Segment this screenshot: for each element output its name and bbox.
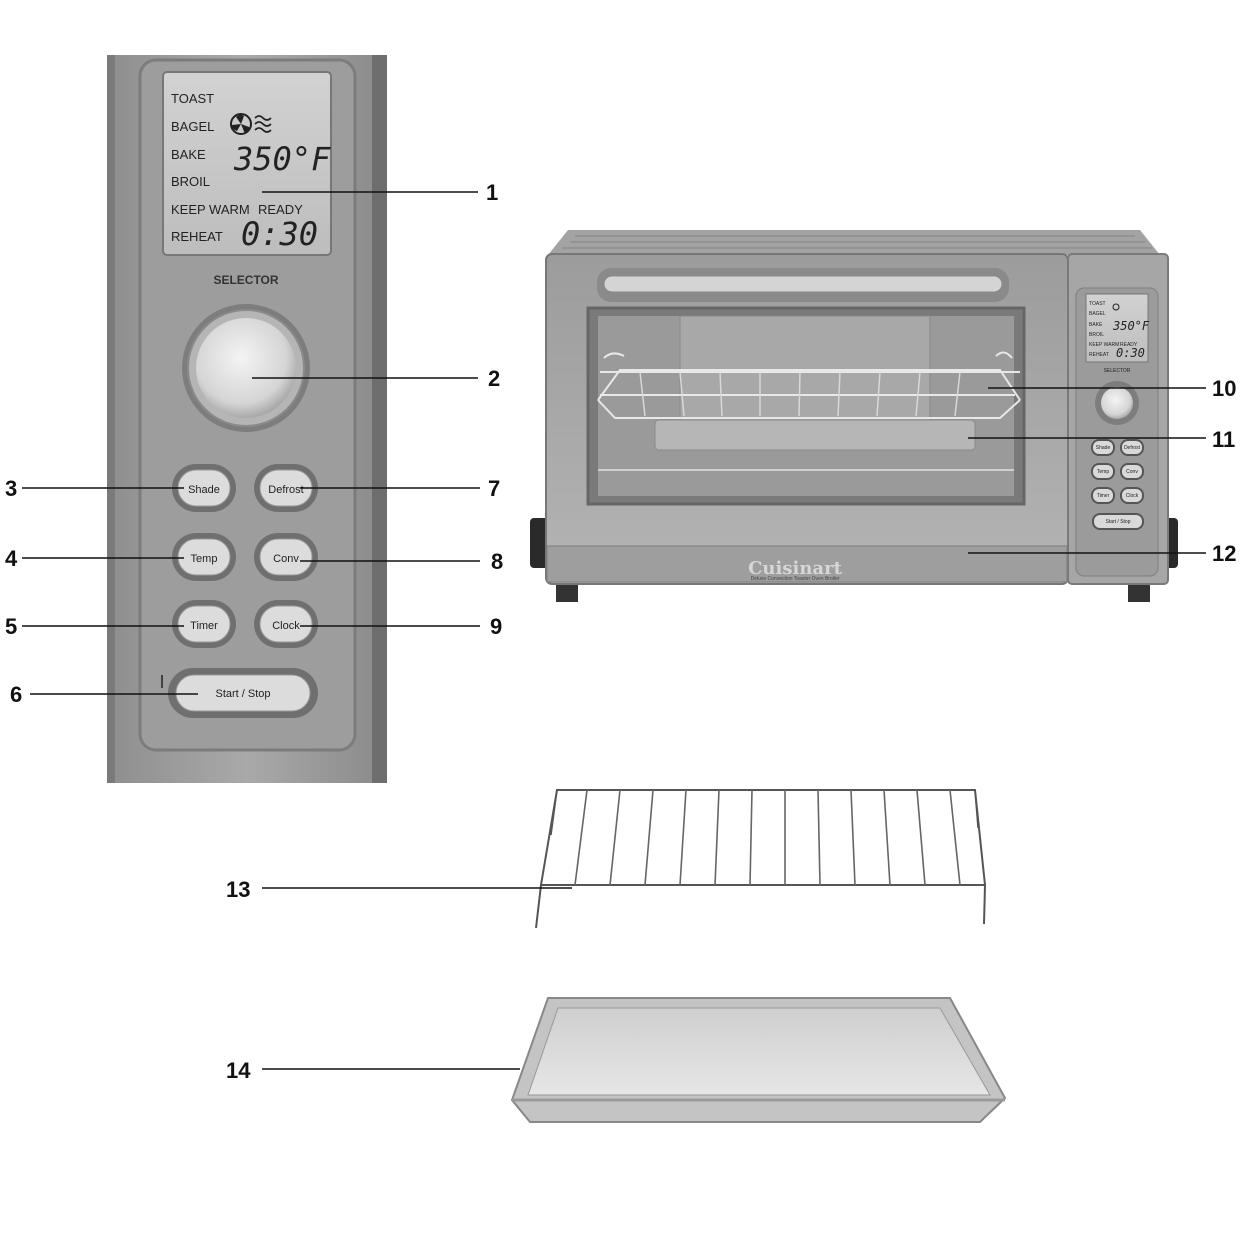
mini-selector-label: SELECTOR (1104, 368, 1131, 374)
conv-button-label: Conv (273, 553, 299, 565)
clock-button-label: Clock (272, 620, 300, 632)
mini-temp-label: Temp (1097, 469, 1109, 475)
lcd-mode-list: TOAST BAGEL BAKE BROIL KEEP WARM REHEAT (171, 91, 250, 244)
oven-foot-left (556, 584, 578, 602)
callout-3: 3 (5, 476, 17, 501)
selector-label: SELECTOR (213, 273, 278, 287)
mini-temp-button[interactable] (1091, 463, 1115, 480)
lcd-ready-label: READY (258, 202, 303, 217)
mini-lcd-temperature: 350°F (1112, 319, 1150, 333)
baking-pan (510, 997, 1007, 1123)
mini-start-stop-label: Start / Stop (1105, 519, 1130, 525)
mini-conv-label: Conv (1126, 469, 1138, 475)
oven-foot-right (1128, 584, 1150, 602)
mini-lcd-time: 0:30 (1116, 346, 1145, 360)
timer-button-label: Timer (190, 620, 218, 632)
convection-fan-icon (230, 113, 272, 135)
start-stop-button-label: Start / Stop (215, 688, 270, 700)
mini-buttons: Shade Defrost Temp Conv Timer Clock Star… (1091, 439, 1144, 530)
callout-7: 7 (488, 476, 500, 501)
callout-11: 11 (1212, 427, 1235, 452)
lcd-time: 0:30 (241, 215, 318, 253)
mini-lcd-mode-broil: BROIL (1089, 332, 1104, 338)
conv-button[interactable]: Conv (254, 533, 318, 581)
control-panel-closeup: TOAST BAGEL BAKE BROIL KEEP WARM REHEAT … (107, 55, 387, 783)
callout-2: 2 (488, 366, 500, 391)
callout-13: 13 (226, 877, 250, 902)
inner-baking-pan (654, 419, 976, 451)
callout-1: 1 (486, 180, 498, 205)
inner-rack (597, 351, 1021, 419)
lcd-mode-bake: BAKE (171, 147, 206, 162)
lcd-mode-toast: TOAST (171, 91, 214, 106)
callout-4: 4 (5, 546, 18, 571)
lcd-mode-reheat: REHEAT (171, 229, 223, 244)
brand-logo: Cuisinart (748, 558, 842, 579)
lcd-mode-keep-warm: KEEP WARM (171, 202, 250, 217)
callout-numbers: 1 2 3 4 5 6 7 8 9 10 11 12 13 14 (5, 180, 1236, 1083)
lcd-display (162, 71, 332, 256)
mini-lcd-ready: READY (1120, 342, 1138, 348)
model-line: Deluxe Convection Toaster Oven Broiler (751, 576, 840, 582)
lcd-mode-broil: BROIL (171, 174, 210, 189)
shade-button-label: Shade (188, 484, 220, 496)
mini-lcd (1085, 293, 1149, 363)
defrost-button-label: Defrost (268, 484, 303, 496)
callout-5: 5 (5, 614, 17, 639)
lcd-temperature: 350°F (233, 140, 331, 178)
mini-defrost-label: Defrost (1124, 445, 1141, 451)
mini-conv-button[interactable] (1120, 463, 1144, 480)
mini-timer-label: Timer (1097, 493, 1110, 499)
toaster-oven: Cuisinart Deluxe Convection Toaster Oven… (530, 230, 1178, 602)
mini-fan-icon (1112, 303, 1120, 311)
mini-timer-button[interactable] (1091, 487, 1115, 504)
crumb-tray[interactable] (546, 545, 1068, 583)
wire-rack (535, 789, 987, 929)
door-handle[interactable] (597, 268, 1009, 302)
mini-shade-button[interactable] (1091, 439, 1115, 456)
wire-rack-bars (574, 789, 961, 886)
shade-button[interactable]: Shade (172, 464, 236, 512)
mini-lcd-mode-toast: TOAST (1089, 301, 1106, 307)
mini-clock-button[interactable] (1120, 487, 1144, 504)
temp-button-label: Temp (191, 553, 218, 565)
timer-button[interactable]: Timer (172, 600, 236, 648)
callout-lines (22, 191, 1206, 1070)
clock-button[interactable]: Clock (254, 600, 318, 648)
callout-8: 8 (491, 549, 503, 574)
callout-12: 12 (1212, 541, 1236, 566)
mini-lcd-mode-bake: BAKE (1089, 322, 1103, 328)
mini-defrost-button[interactable] (1120, 439, 1144, 456)
mini-selector-knob[interactable] (1095, 381, 1139, 425)
temp-button[interactable]: Temp (172, 533, 236, 581)
selector-knob[interactable] (182, 304, 310, 432)
callout-6: 6 (10, 682, 22, 707)
callout-10: 10 (1212, 376, 1236, 401)
mini-shade-label: Shade (1096, 445, 1111, 451)
lcd-mode-bagel: BAGEL (171, 119, 214, 134)
defrost-button[interactable]: Defrost (254, 464, 318, 512)
start-stop-button[interactable]: Start / Stop (168, 668, 318, 718)
mini-lcd-mode-reheat: REHEAT (1089, 352, 1109, 358)
mini-start-stop-button[interactable] (1092, 513, 1144, 530)
mini-clock-label: Clock (1126, 493, 1139, 499)
callout-14: 14 (226, 1058, 251, 1083)
mini-lcd-mode-bagel: BAGEL (1089, 311, 1106, 317)
mini-lcd-mode-keep-warm: KEEP WARM (1089, 342, 1119, 348)
callout-9: 9 (490, 614, 502, 639)
